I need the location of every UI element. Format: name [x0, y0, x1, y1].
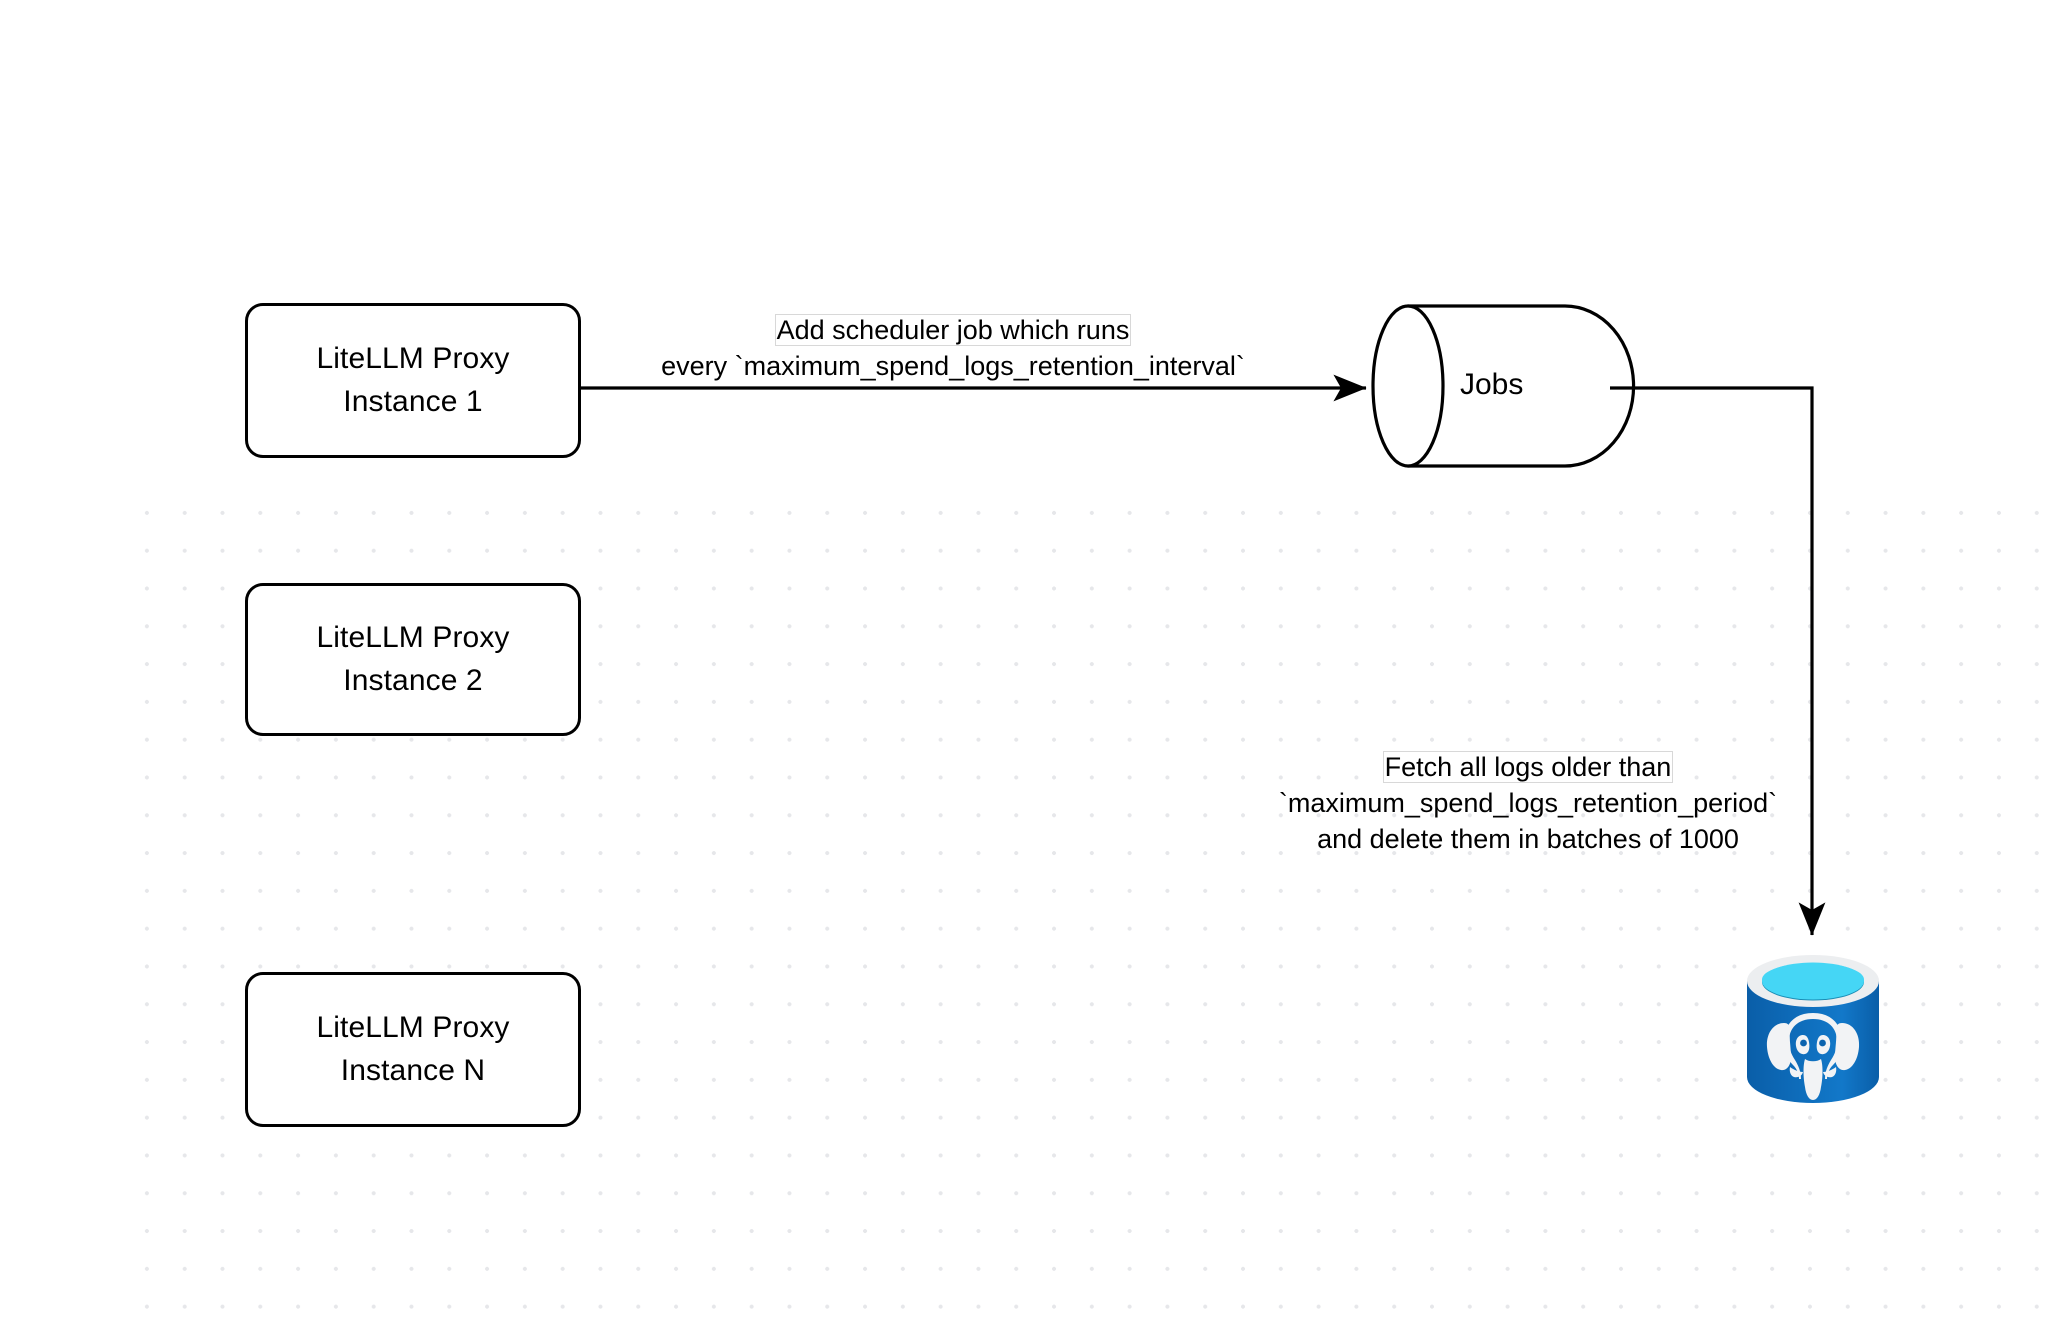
node-label-line1: LiteLLM Proxy — [316, 620, 510, 654]
jobs-cylinder-shape — [1371, 304, 1636, 468]
node-litellm-proxy-instance-2[interactable]: LiteLLM Proxy Instance 2 — [245, 583, 581, 736]
edge-label-line1: Add scheduler job which runs — [774, 314, 1132, 346]
postgresql-database-icon — [1747, 955, 1879, 1103]
node-label-line2: Instance 2 — [343, 663, 483, 697]
node-label-line2: Instance N — [340, 1053, 486, 1087]
node-label-line1: LiteLLM Proxy — [316, 341, 510, 375]
edge-label-line2: every `maximum_spend_logs_retention_inte… — [661, 350, 1245, 381]
node-litellm-proxy-instance-n[interactable]: LiteLLM Proxy Instance N — [245, 972, 581, 1127]
edge-jobs-to-database — [1610, 386, 1826, 936]
node-label-line1: LiteLLM Proxy — [316, 1010, 510, 1044]
node-label-line2: Instance 1 — [343, 384, 483, 418]
edge-label-fetch-delete: Fetch all logs older than `maximum_spend… — [1248, 750, 1808, 858]
edge-label-line3: and delete them in batches of 1000 — [1317, 823, 1739, 854]
edge-label-line1: Fetch all logs older than — [1382, 751, 1674, 783]
edge-label-line2: `maximum_spend_logs_retention_period` — [1278, 787, 1778, 818]
node-label-jobs: Jobs — [1460, 368, 1524, 401]
node-litellm-proxy-instance-1[interactable]: LiteLLM Proxy Instance 1 — [245, 303, 581, 458]
edge-label-scheduler-job: Add scheduler job which runs every `maxi… — [598, 313, 1308, 385]
